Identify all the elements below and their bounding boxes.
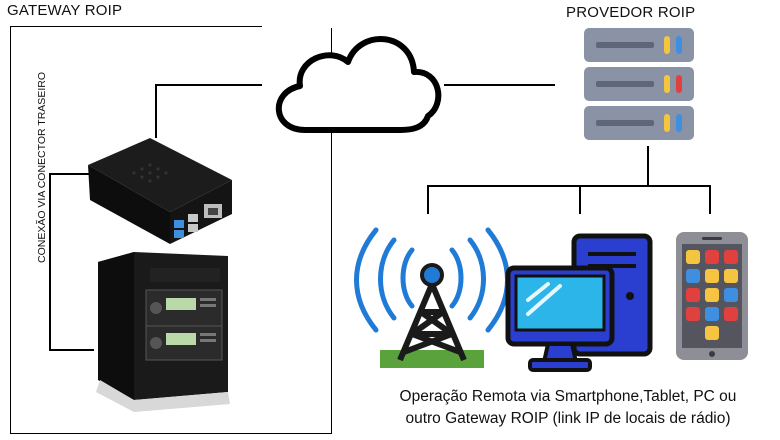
raspberry-pi-icon	[88, 138, 232, 244]
gateway-title: GATEWAY ROIP	[7, 2, 123, 19]
rear-connector-line	[49, 173, 94, 351]
radio-repeater-icon	[96, 252, 230, 412]
caption: Operação Remota via Smartphone,Tablet, P…	[358, 386, 778, 430]
smartphone-icon	[676, 232, 748, 360]
desktop-pc-icon	[505, 233, 653, 372]
caption-line-2: outro Gateway ROIP (link IP de locais de…	[405, 410, 731, 427]
caption-line-1: Operação Remota via Smartphone,Tablet, P…	[399, 388, 737, 405]
gateway-to-cloud-line	[155, 84, 262, 138]
client-branch-line	[427, 185, 711, 214]
cloud-icon	[275, 36, 442, 133]
provider-title: PROVEDOR ROIP	[566, 4, 696, 21]
frame-gap	[262, 25, 332, 28]
radio-tower-icon	[354, 227, 510, 368]
gateway-frame	[10, 26, 332, 434]
server-rack-icon	[584, 28, 694, 140]
rear-connector-label: CONEXÃO VIA CONECTOR TRASEIRO	[36, 72, 48, 263]
connector-lines	[49, 84, 711, 351]
